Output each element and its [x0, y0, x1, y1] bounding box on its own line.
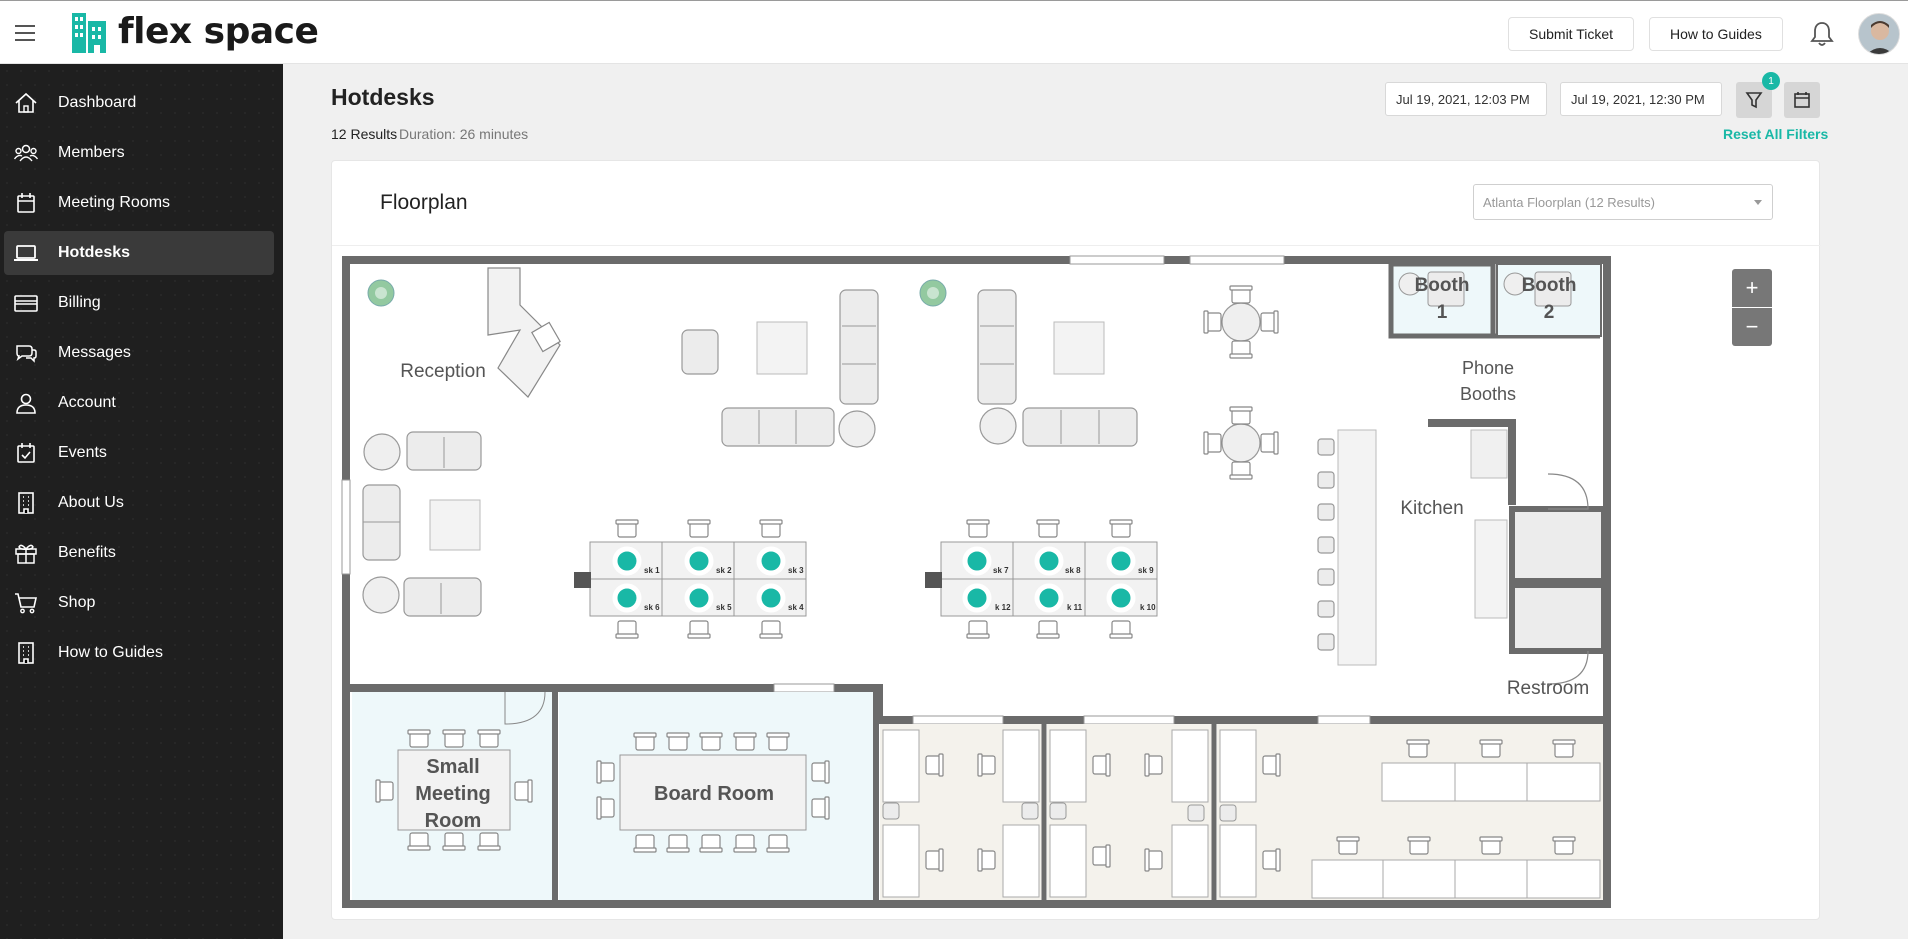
zoom-out-button[interactable]: − — [1732, 308, 1772, 346]
sidebar-item-label: How to Guides — [58, 644, 163, 661]
start-date-input[interactable]: Jul 19, 2021, 12:03 PM — [1385, 82, 1547, 116]
sidebar-item-billing[interactable]: Billing — [4, 281, 274, 325]
sidebar-item-meeting-rooms[interactable]: Meeting Rooms — [4, 181, 274, 225]
card-divider — [332, 245, 1821, 246]
sidebar-item-benefits[interactable]: Benefits — [4, 531, 274, 575]
calendar-button[interactable] — [1784, 82, 1820, 118]
home-icon — [15, 92, 37, 113]
sidebar-item-label: Hotdesks — [58, 244, 131, 261]
calendar-icon — [1794, 92, 1810, 108]
sidebar-item-about-us[interactable]: About Us — [4, 481, 274, 525]
chat-icon — [16, 345, 37, 363]
reset-filters-link[interactable]: Reset All Filters — [1723, 126, 1829, 142]
zoom-in-button[interactable]: + — [1732, 269, 1772, 307]
sidebar-item-messages[interactable]: Messages — [4, 331, 274, 375]
sidebar-item-dashboard[interactable]: Dashboard — [4, 81, 274, 125]
floorplan-select[interactable]: Atlanta Floorplan (12 Results) — [1473, 184, 1773, 220]
logo-text[interactable]: flex space — [118, 11, 319, 52]
sidebar — [0, 64, 283, 939]
sidebar-item-label: Benefits — [58, 544, 116, 561]
laptop-icon — [14, 245, 38, 261]
page-title: Hotdesks — [331, 84, 435, 110]
sidebar-item-account[interactable]: Account — [4, 381, 274, 425]
calendar-check-icon — [17, 443, 35, 463]
sidebar-item-hotdesks[interactable]: Hotdesks — [4, 231, 274, 275]
members-icon — [14, 144, 38, 162]
building-icon — [18, 642, 34, 664]
calendar-icon — [17, 193, 35, 213]
cart-icon — [15, 593, 37, 614]
floorplan-select-value: Atlanta Floorplan (12 Results) — [1483, 194, 1655, 210]
chevron-down-icon — [1754, 200, 1762, 205]
sidebar-item-shop[interactable]: Shop — [4, 581, 274, 625]
sidebar-item-label: Messages — [58, 344, 131, 361]
sidebar-item-label: Events — [58, 444, 107, 461]
user-icon — [16, 393, 36, 414]
sidebar-item-label: Shop — [58, 594, 96, 611]
menu-icon[interactable] — [15, 25, 35, 41]
end-date-input[interactable]: Jul 19, 2021, 12:30 PM — [1560, 82, 1722, 116]
sidebar-item-label: About Us — [58, 494, 124, 511]
top-bar: flex space Submit Ticket How to Guides — [0, 0, 1908, 64]
logo-icon — [72, 13, 106, 53]
bell-icon[interactable] — [1810, 21, 1834, 47]
filter-count-badge: 1 — [1762, 72, 1780, 90]
duration-text: Duration: 26 minutes — [399, 126, 529, 142]
sidebar-item-how-to-guides[interactable]: How to Guides — [4, 631, 274, 675]
sidebar-item-label: Meeting Rooms — [58, 194, 171, 211]
sidebar-item-label: Billing — [58, 294, 101, 311]
submit-ticket-button[interactable]: Submit Ticket — [1508, 17, 1635, 51]
results-count: 12 Results — [331, 126, 398, 142]
building-icon — [18, 492, 34, 514]
filter-icon — [1745, 92, 1763, 109]
credit-card-icon — [14, 295, 38, 312]
gift-icon — [15, 544, 37, 564]
sidebar-item-label: Account — [58, 394, 116, 411]
sidebar-item-members[interactable]: Members — [4, 131, 274, 175]
how-to-guides-button[interactable]: How to Guides — [1649, 17, 1783, 51]
avatar[interactable] — [1858, 13, 1900, 55]
floorplan-card: Floorplan Atlanta Floorplan (12 Results)… — [331, 160, 1821, 920]
sidebar-item-events[interactable]: Events — [4, 431, 274, 475]
sidebar-item-label: Members — [58, 144, 125, 161]
floorplan-title: Floorplan — [380, 191, 468, 214]
sidebar-item-label: Dashboard — [58, 94, 137, 111]
